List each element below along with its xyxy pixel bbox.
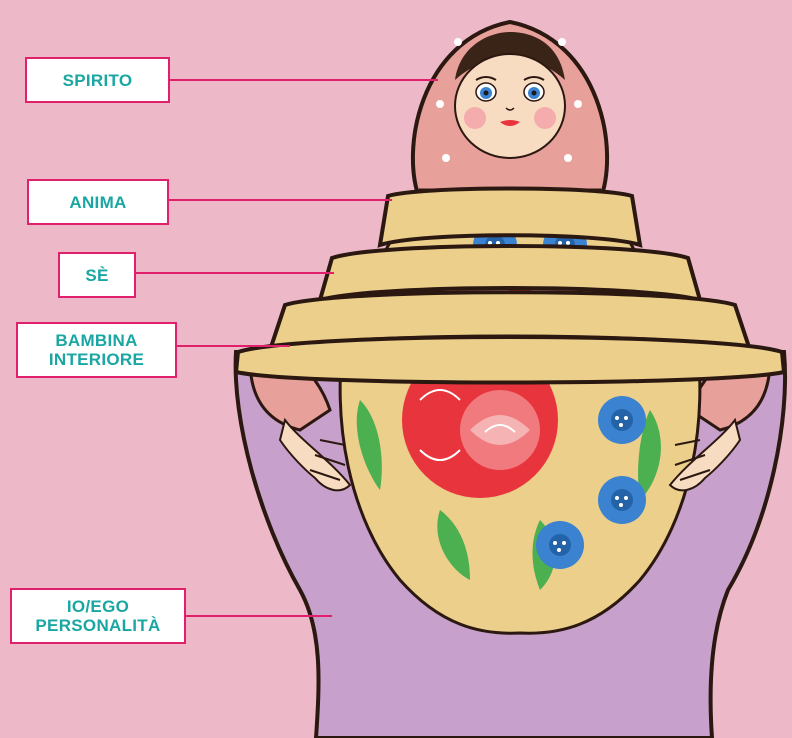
rim-outer <box>236 337 784 383</box>
label-bambina-line2: INTERIORE <box>49 350 144 369</box>
label-se-text: SÈ <box>85 266 108 285</box>
label-io-line2: PERSONALITÀ <box>35 616 160 635</box>
face <box>455 54 565 158</box>
scarf-dot <box>564 154 572 162</box>
left-pupil <box>484 91 489 96</box>
blue-flower <box>598 396 646 444</box>
scarf-dot <box>436 100 444 108</box>
doll-rims <box>236 189 784 383</box>
label-spirito-text: SPIRITO <box>63 71 133 90</box>
blue-flower <box>536 521 584 569</box>
label-io-ego-personalita: IO/EGO PERSONALITÀ <box>10 588 186 644</box>
label-io-line1: IO/EGO <box>67 597 129 616</box>
scarf-dot <box>574 100 582 108</box>
right-pupil <box>532 91 537 96</box>
left-cheek <box>464 107 486 129</box>
scarf-dot <box>454 38 462 46</box>
label-anima-text: ANIMA <box>69 193 126 212</box>
label-se: SÈ <box>58 252 136 298</box>
label-bambina-line1: BAMBINA <box>55 331 137 350</box>
scarf-dot <box>558 38 566 46</box>
right-cheek <box>534 107 556 129</box>
label-anima: ANIMA <box>27 179 169 225</box>
rim-anima <box>380 189 640 246</box>
blue-flower <box>598 476 646 524</box>
label-spirito: SPIRITO <box>25 57 170 103</box>
scarf-dot <box>442 154 450 162</box>
label-bambina-interiore: BAMBINA INTERIORE <box>16 322 177 378</box>
